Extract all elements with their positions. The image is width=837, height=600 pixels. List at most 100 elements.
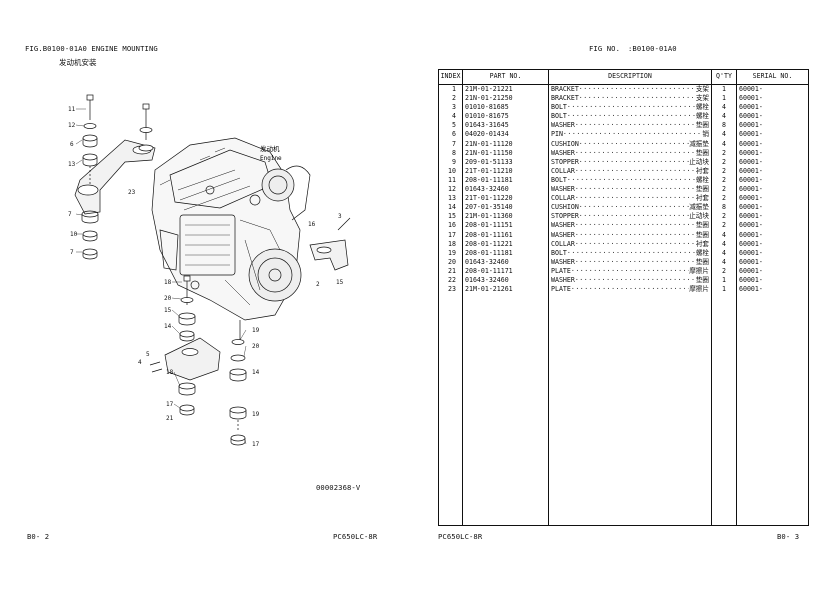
cell-part-no: 01643-32460 (462, 257, 549, 267)
cell-serial-no: 60001- (736, 84, 809, 95)
empty-cell (462, 294, 549, 526)
callout-label: 12 (68, 122, 76, 129)
description-en: WASHER (551, 121, 575, 130)
callout-label: 17 (166, 401, 174, 408)
callout-numbers: 11 12 6 13 7 10 7 23 16 3 2 15 18 20 15 … (68, 106, 344, 448)
cell-part-no: 01643-32460 (462, 275, 549, 286)
lower-bracket-drawing (149, 275, 247, 446)
cell-serial-no: 60001- (736, 166, 809, 176)
figure-title-cn: 发动机安装 (59, 58, 97, 67)
description-cn: 支架 (695, 85, 709, 93)
cell-qty: 1 (711, 285, 737, 295)
cell-description: WASHER垫圈 (548, 257, 712, 267)
description-cn: 止动块 (689, 212, 709, 221)
cell-description: BOLT螺栓 (548, 112, 712, 122)
description-cn: 垫圈 (695, 221, 709, 230)
cell-description: BOLT螺栓 (548, 248, 712, 258)
description-cn: 衬套 (695, 194, 709, 203)
col-header-qty: Q'TY (711, 69, 737, 85)
callout-label: 20 (252, 343, 260, 350)
description-en: WASHER (551, 221, 575, 230)
cell-serial-no: 60001- (736, 239, 809, 249)
left-page-number: B0- 2 (27, 532, 50, 541)
callout-label: 23 (128, 189, 136, 196)
cell-part-no: 21N-01-11150 (462, 148, 549, 158)
description-en: BOLT (551, 112, 567, 121)
cell-description: COLLAR衬套 (548, 166, 712, 176)
cell-qty: 4 (711, 112, 737, 122)
cell-description: STOPPER止动块 (548, 212, 712, 222)
leader-dots (579, 158, 689, 167)
right-page-number: B0- 3 (777, 532, 800, 541)
description-en: WASHER (551, 275, 575, 284)
empty-cell (736, 294, 809, 526)
cell-part-no: 208-01-11161 (462, 230, 549, 240)
leader-dots (579, 85, 696, 94)
engine-drawing (151, 137, 311, 321)
cell-qty: 4 (711, 257, 737, 267)
cell-serial-no: 60001- (736, 130, 809, 140)
col-header-part-no: PART NO. (462, 69, 549, 85)
cell-description: BOLT螺栓 (548, 175, 712, 186)
cell-description: WASHER垫圈 (548, 185, 712, 195)
cell-part-no: 207-01-35140 (462, 203, 549, 213)
cell-part-no: 21T-01-11220 (462, 194, 549, 204)
description-en: BOLT (551, 175, 567, 184)
description-cn: 销 (702, 130, 709, 139)
callout-label: 15 (336, 279, 344, 286)
cell-qty: 2 (711, 166, 737, 176)
parts-table: INDEX PART NO. DESCRIPTION Q'TY SERIAL N… (438, 69, 809, 526)
cell-part-no: 208-01-11181 (462, 248, 549, 258)
description-en: WASHER (551, 230, 575, 239)
description-cn: 摩擦片 (689, 266, 709, 275)
description-cn: 垫圈 (695, 275, 709, 284)
cell-part-no: 21N-01-11120 (462, 139, 549, 149)
cell-qty: 1 (711, 94, 737, 104)
description-en: COLLAR (551, 166, 575, 175)
leader-dots (579, 140, 689, 149)
description-cn: 减振垫 (689, 139, 709, 148)
cell-description: STOPPER止动块 (548, 157, 712, 167)
callout-label: 14 (252, 369, 260, 376)
cell-index: 10 (438, 166, 463, 176)
description-en: STOPPER (551, 157, 579, 166)
cell-part-no: 208-01-11171 (462, 266, 549, 276)
cell-index: 13 (438, 194, 463, 204)
cell-index: 19 (438, 248, 463, 258)
cell-serial-no: 60001- (736, 194, 809, 204)
cell-description: CUSHION 减振垫 (548, 139, 712, 149)
cell-serial-no: 60001- (736, 266, 809, 276)
cell-serial-no: 60001- (736, 230, 809, 240)
description-en: CUSHION (551, 203, 579, 212)
description-en: CUSHION (551, 139, 579, 148)
drawing-number: 00002368-V (316, 483, 361, 492)
leader-dots (575, 231, 696, 240)
leader-dots (575, 276, 696, 285)
description-en: BOLT (551, 248, 567, 257)
leader-dots (567, 176, 696, 185)
cell-part-no: 21M-01-11360 (462, 212, 549, 222)
description-cn: 摩擦片 (689, 285, 709, 294)
cell-index: 3 (438, 103, 463, 113)
cell-index: 22 (438, 275, 463, 286)
cell-description: CUSHION减振垫 (548, 203, 712, 213)
callout-label: 16 (308, 221, 316, 228)
callout-label: 2 (316, 281, 320, 288)
cell-part-no: 21N-01-21250 (462, 94, 549, 104)
description-en: COLLAR (551, 194, 575, 203)
description-cn: 螺栓 (695, 103, 709, 112)
description-cn: 垫圈 (695, 148, 709, 157)
callout-label: 7 (70, 249, 74, 256)
cell-description: COLLAR 衬套 (548, 194, 712, 204)
